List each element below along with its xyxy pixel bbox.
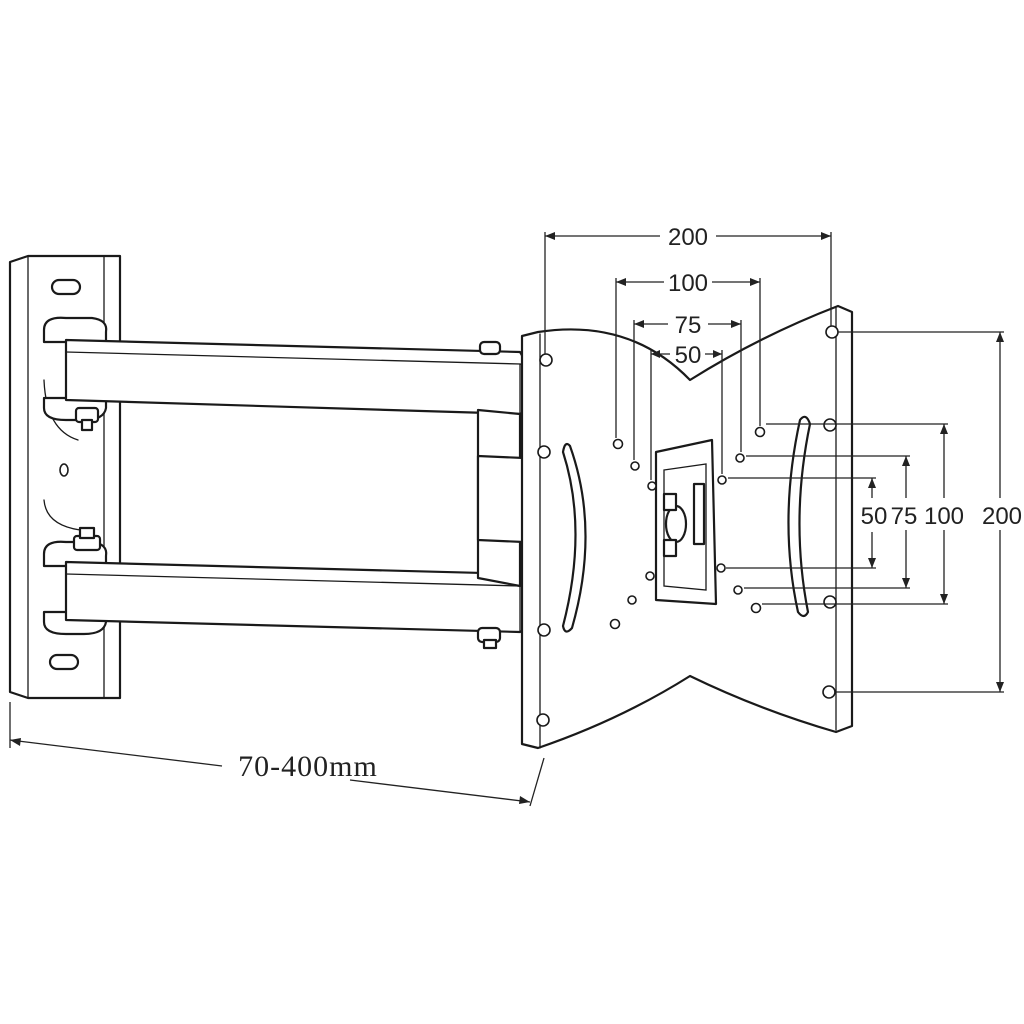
dim-label-100-width: 100	[668, 270, 708, 297]
dim-label-50-height: 50	[861, 503, 888, 530]
dim-100-vertical	[762, 423, 948, 605]
wall-plate-top-slot	[50, 278, 82, 296]
dim-200-vertical	[836, 331, 1004, 693]
dim-75-vertical	[744, 455, 910, 589]
vesa-left-slot	[561, 442, 587, 633]
dim-label-75-height: 75	[891, 503, 918, 530]
vesa-plate	[520, 304, 854, 750]
dim-label-200-height: 200	[982, 503, 1022, 530]
wall-plate-bottom-slot	[48, 653, 80, 671]
wall-pivot-upper	[42, 316, 108, 432]
wall-plate-center-hole	[59, 463, 69, 477]
lower-arm	[64, 560, 530, 650]
upper-arm	[64, 338, 530, 416]
dim-label-wall-distance: 70-400mm	[238, 750, 378, 783]
dim-label-100-height: 100	[924, 503, 964, 530]
dim-label-200-width: 200	[668, 224, 708, 251]
dim-label-50-width: 50	[675, 342, 702, 369]
dim-50-horizontal	[650, 350, 723, 480]
vesa-holes	[536, 325, 839, 727]
dim-75-horizontal	[633, 320, 742, 460]
dim-50-vertical	[726, 477, 876, 569]
dim-100-horizontal	[615, 278, 761, 438]
dim-wall-distance	[9, 702, 545, 807]
dim-200-horizontal	[544, 232, 832, 354]
vesa-right-slot	[787, 415, 812, 618]
dim-label-75-width: 75	[675, 312, 702, 339]
